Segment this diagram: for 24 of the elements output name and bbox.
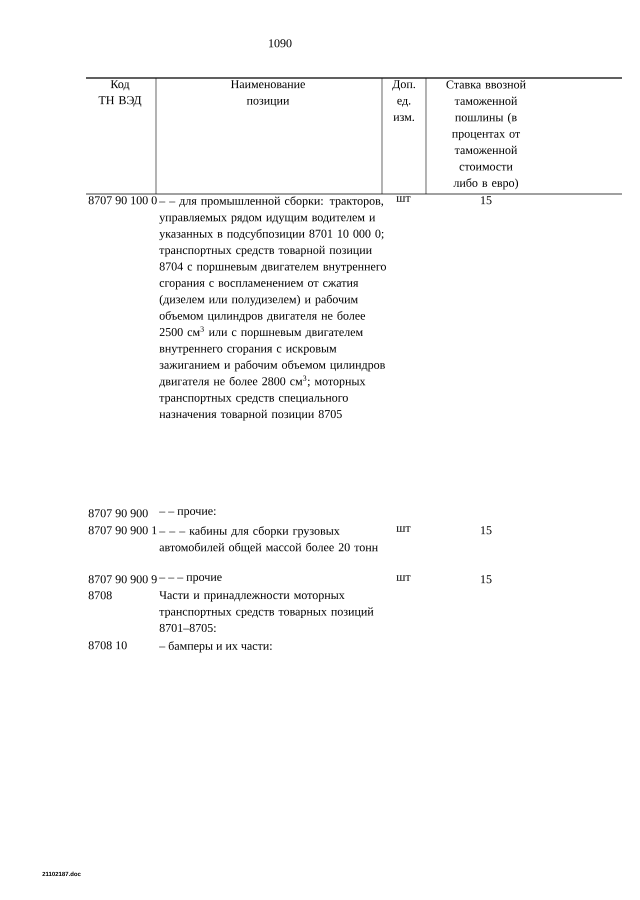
table-cell: – – прочие: bbox=[159, 509, 216, 518]
table-cell: 15 bbox=[481, 526, 492, 534]
table-cell: Части и принадлежности моторных транспортных средств товарных позиций 8701–8705: bbox=[159, 591, 374, 632]
table-cell: 8708 10 bbox=[88, 641, 127, 650]
table-cell: 8707 90 900 bbox=[88, 509, 148, 518]
column-header: Ставка ввозной таможенной пошлины (в процентах от таможенной стоимости либо в евро) bbox=[446, 80, 526, 190]
column-header: ТН ВЭД bbox=[98, 96, 142, 107]
column-header: Наименование позиции bbox=[230, 80, 305, 107]
table-cell: шт bbox=[396, 575, 410, 581]
table-cell: – – – прочие bbox=[159, 575, 222, 584]
table-cell: – – для промышленной сборки: тракторов, управляемых рядом идущим водителем и указанных в подсубпозиции 8701 10 000 0; транспортных средств товарной позиции 8704 с поршневым двигателем внутреннего сгорания с воспламенением от сжатия (дизелем или полудизелем) и рабочим объемом цилиндров двигателя не более 2500 см$^{3}$ или с поршневым двигателем внутреннего сгорания с искровым зажиганием и рабочим объемом цилиндров двигателя не более 2800 см$^{3}$; моторных транспортных средств специального назначения товарной позиции 8705 bbox=[159, 196, 386, 421]
table-cell: 8707 90 100 0 bbox=[88, 196, 157, 204]
table-cell: шт bbox=[396, 526, 410, 532]
table-cell: 15 bbox=[481, 575, 492, 584]
table-cell: – бамперы и их части: bbox=[159, 641, 272, 652]
table-cell: – – – кабины для сборки грузовых автомобилей общей массой более 20 тонн bbox=[159, 526, 378, 554]
table-cell: 15 bbox=[481, 196, 492, 204]
table-cell: 8707 90 900 1 bbox=[88, 526, 156, 534]
table-cell: 8707 90 900 9 bbox=[88, 575, 157, 584]
column-header: Код bbox=[110, 80, 130, 90]
column-header: Доп. ед. изм. bbox=[392, 80, 415, 122]
table-cell: шт bbox=[396, 196, 410, 202]
page-number: 1090 bbox=[269, 39, 292, 48]
table-cell: 8708 bbox=[88, 591, 112, 600]
